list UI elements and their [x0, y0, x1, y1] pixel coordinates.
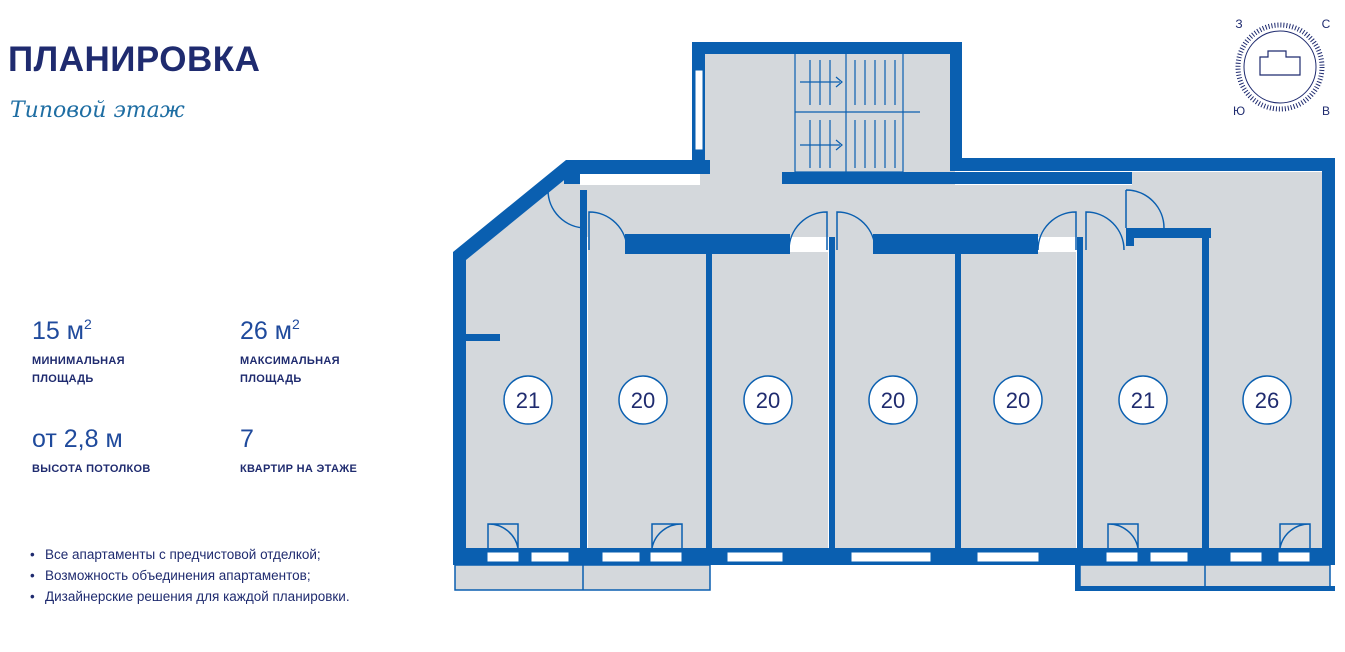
svg-text:20: 20	[881, 388, 905, 413]
feature-item: Все апартаменты с предчистовой отделкой;	[30, 545, 350, 564]
svg-text:26: 26	[1255, 388, 1279, 413]
compass-north: С	[1322, 17, 1331, 31]
svg-text:21: 21	[516, 388, 540, 413]
svg-text:20: 20	[1006, 388, 1030, 413]
feature-item: Дизайнерские решения для каждой планиров…	[30, 587, 350, 606]
compass-icon: З С Ю В	[1233, 17, 1331, 118]
apartment-7-label: 26	[1242, 375, 1292, 425]
compass-south: Ю	[1233, 104, 1245, 118]
stat-max-area: 26 м2 максимальнаяплощадь	[240, 316, 340, 388]
svg-text:20: 20	[756, 388, 780, 413]
page-title: ПЛАНИРОВКА	[8, 40, 261, 79]
stat-label: высота потолков	[32, 463, 151, 475]
apartment-4-label: 20	[868, 375, 918, 425]
stat-units-per-floor: 7 квартир на этаже	[240, 424, 357, 478]
apartment-1-label: 21	[503, 375, 553, 425]
stat-value: 15 м2	[32, 316, 92, 345]
apartment-6-label: 21	[1118, 375, 1168, 425]
apartment-3-label: 20	[743, 375, 793, 425]
page-subtitle: Типовой этаж	[10, 98, 185, 123]
stairwell	[794, 51, 920, 173]
svg-text:21: 21	[1131, 388, 1155, 413]
stat-label: квартир на этаже	[240, 463, 358, 475]
stat-label: минимальнаяплощадь	[32, 355, 125, 385]
compass-east: В	[1322, 104, 1330, 118]
stat-value: 26 м2	[240, 316, 300, 345]
stat-label: максимальнаяплощадь	[240, 355, 340, 385]
stat-value: 7	[240, 425, 254, 453]
apartment-labels: 21 20 20 20 20 21 26	[503, 375, 1292, 425]
compass-west: З	[1235, 17, 1242, 31]
stat-value: от 2,8 м	[32, 425, 123, 453]
stat-min-area: 15 м2 минимальнаяплощадь	[32, 316, 125, 388]
doors	[487, 189, 1311, 549]
apartment-2-label: 20	[618, 375, 668, 425]
windows	[486, 69, 1311, 563]
balcony-outlines	[454, 564, 1331, 591]
apartment-5-label: 20	[993, 375, 1043, 425]
feature-item: Возможность объединения апартаментов;	[30, 566, 350, 585]
features-list: Все апартаменты с предчистовой отделкой;…	[30, 545, 350, 608]
svg-text:20: 20	[631, 388, 655, 413]
stat-ceiling-height: от 2,8 м высота потолков	[32, 424, 151, 478]
